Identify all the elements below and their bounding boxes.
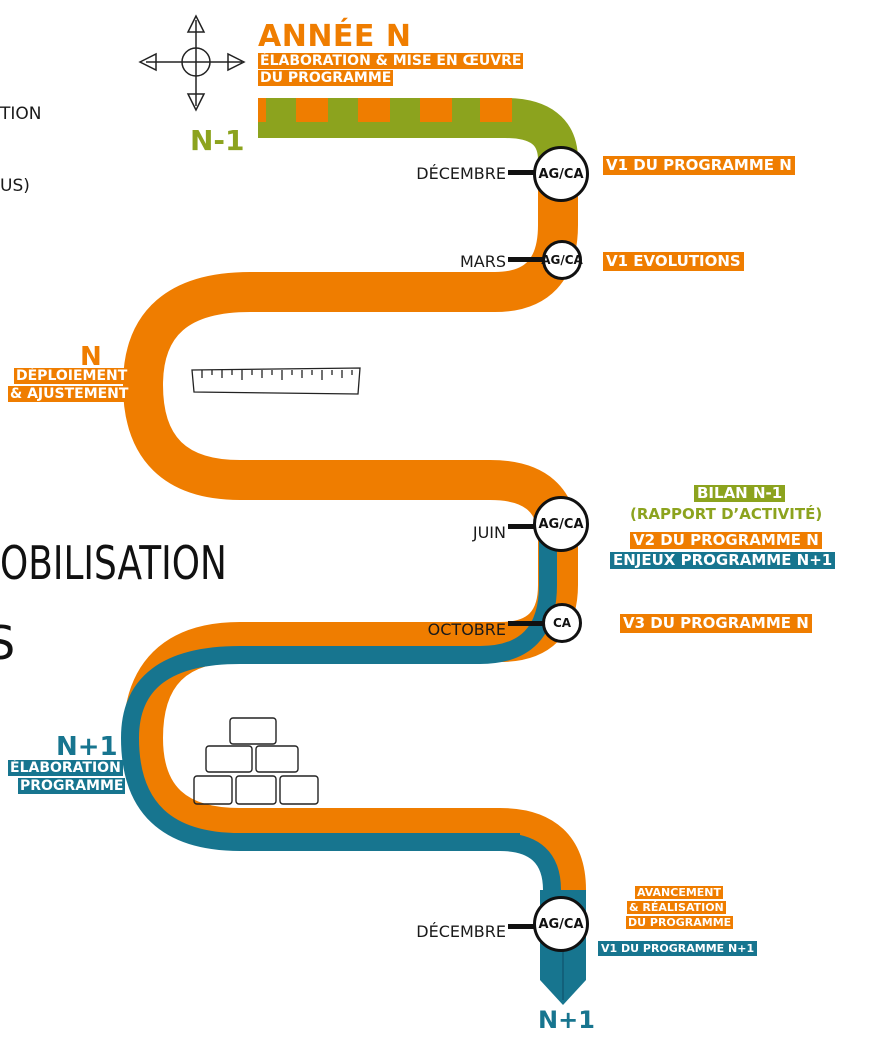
milestone-month-juin: JUIN [472,523,506,542]
output-v1-programme-n: V1 DU PROGRAMME N [603,156,795,175]
clipped-left-heading: OBILISATION [0,536,227,590]
year-header-title: ANNÉE N [258,19,412,54]
compass-icon [138,14,246,112]
phase-label-n-line-2: & AJUSTEMENT [8,386,131,402]
phase-label-bottom: N+1 [538,1006,595,1034]
milestone-month-december-n1: DÉCEMBRE [416,922,506,941]
phase-label-n-minus-1: N-1 [190,124,245,157]
phase-label-n-plus-1-title: N+1 [56,732,118,762]
milestone-tick [508,924,538,929]
output-avancement-2: & RÉALISATION [627,901,726,914]
milestone-node-ca: AG/CA [541,240,583,280]
phase-label-n-plus-1-line-2: PROGRAMME [18,778,126,794]
year-header-line-2: DU PROGRAMME [258,70,394,86]
milestone-month-december: DÉCEMBRE [416,164,506,183]
output-v1-evolutions: V1 EVOLUTIONS [603,252,744,271]
path-segment-n-minus-1 [258,98,578,162]
ruler-icon [191,367,361,395]
output-bilan: BILAN N-1 [694,485,786,502]
milestone-node-ag-ca: AG/CA [533,496,589,552]
phase-label-n-title: N [80,342,102,372]
output-enjeux: ENJEUX PROGRAMME N+1 [610,552,836,569]
clipped-left-text-2: US) [0,176,30,196]
path-segment-n-plus-1 [120,540,561,891]
milestone-tick [508,524,538,529]
milestone-month-octobre: OCTOBRE [427,620,506,639]
year-header-line-1: ÉLABORATION & MISE EN ŒUVRE [258,53,524,69]
output-rapport: (RAPPORT D’ACTIVITÉ) [630,505,823,523]
output-v2-programme-n: V2 DU PROGRAMME N [630,532,822,549]
milestone-node-ag-ca: AG/CA [533,146,589,202]
milestone-month-mars: MARS [459,252,506,271]
phase-label-n-line-1: DÉPLOIEMENT [14,368,130,384]
clipped-left-fragment: S [0,616,16,670]
milestone-tick [508,257,544,262]
milestone-node-ag-ca: AG/CA [533,896,589,952]
milestone-tick [508,170,538,175]
bricks-icon [193,717,319,805]
output-v3-programme-n: V3 DU PROGRAMME N [620,614,812,633]
phase-label-n-plus-1-line-1: ÉLABORATION [8,760,123,776]
output-v1-programme-n-plus-1: V1 DU PROGRAMME N+1 [598,941,758,956]
output-avancement-1: AVANCEMENT [635,886,724,899]
milestone-node-ca: CA [542,603,582,643]
path-dashes [258,98,512,122]
clipped-left-text-1: TION [0,104,42,124]
milestone-tick [508,621,544,626]
output-avancement-3: DU PROGRAMME [626,916,734,929]
